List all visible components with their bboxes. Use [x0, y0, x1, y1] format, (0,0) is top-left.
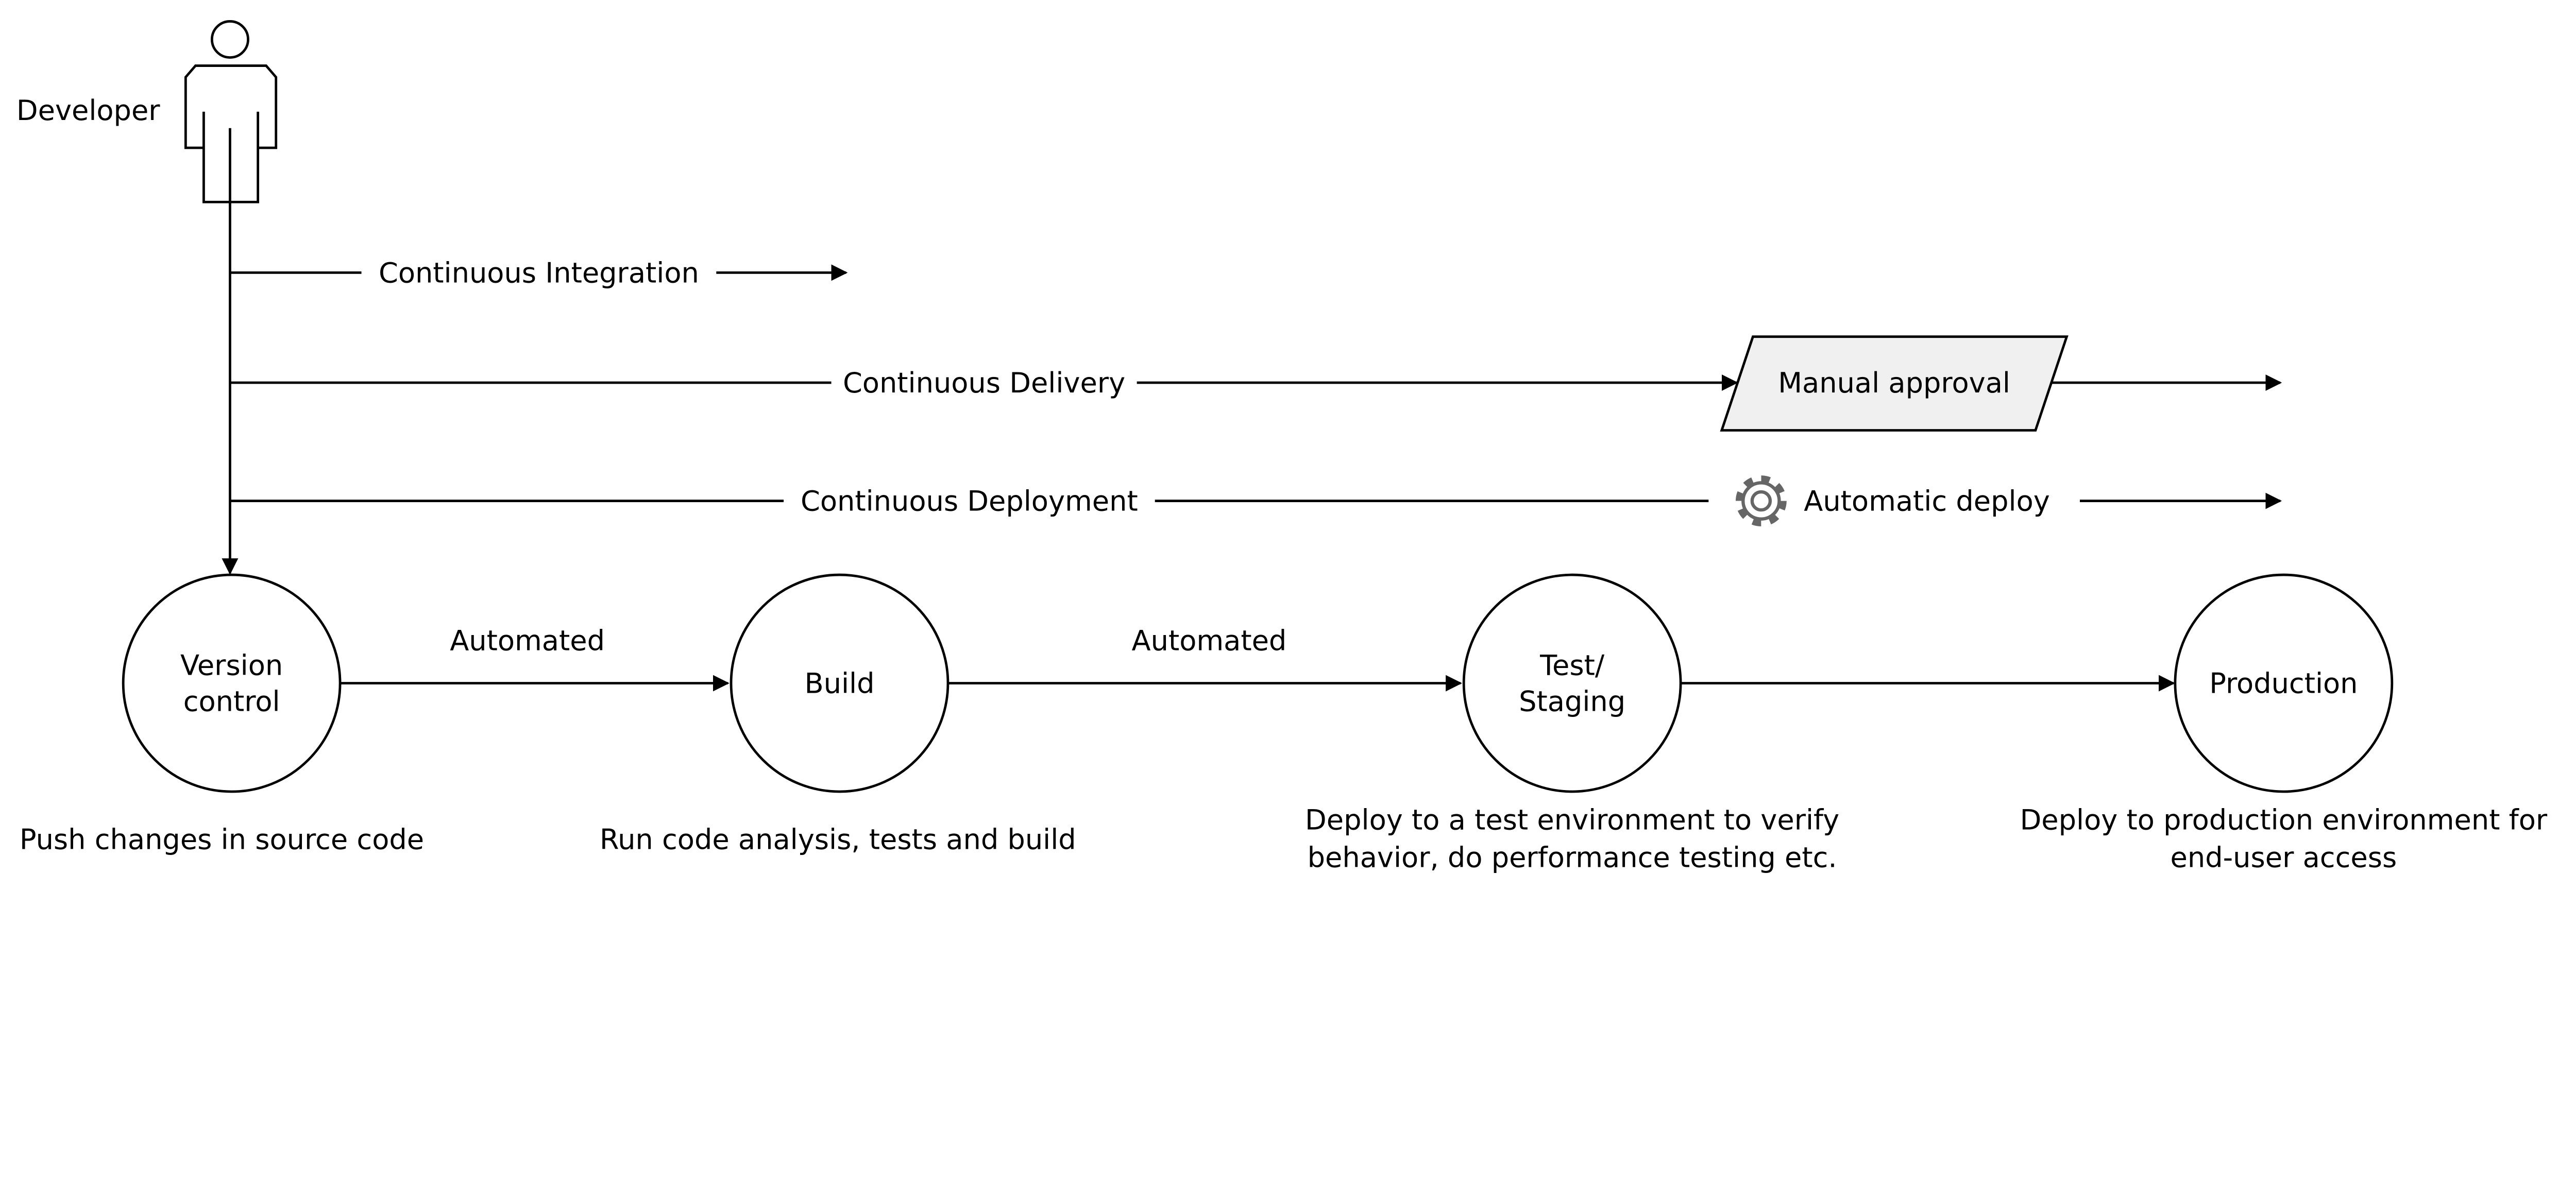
ci-label: Continuous Integration [379, 256, 699, 289]
stage-production: Production Deploy to production environm… [2020, 573, 2548, 874]
deployment-label: Continuous Deployment [801, 485, 1138, 518]
stage-label: Production [2209, 667, 2358, 700]
manual-approval-label: Manual approval [1778, 367, 2010, 399]
stage-label: Version [180, 649, 283, 682]
stage-caption: end-user access [2171, 842, 2397, 874]
stage-version-control: Version control Push changes in source c… [20, 573, 424, 856]
stage-caption: Deploy to a test environment to verify [1305, 803, 1839, 836]
stage-build: Build Run code analysis, tests and build [600, 573, 1076, 856]
manual-approval-box [1720, 335, 2069, 432]
stage-caption: Deploy to production environment for [2020, 803, 2548, 836]
stage-caption: behavior, do performance testing etc. [1308, 842, 1837, 874]
edge-label: Automated [450, 625, 605, 657]
stage-test-staging: Test/ Staging Deploy to a test environme… [1305, 573, 1839, 874]
developer-label: Developer [16, 94, 160, 127]
ci-cd-diagram: Developer Continuous Integration Continu… [16, 20, 2548, 874]
stage-label: Staging [1519, 686, 1625, 718]
stage-caption: Push changes in source code [20, 824, 424, 856]
stage-caption: Run code analysis, tests and build [600, 824, 1076, 856]
edge-label: Automated [1132, 625, 1287, 657]
stage-label: Build [804, 667, 874, 700]
automatic-deploy-label: Automatic deploy [1804, 485, 2050, 518]
stage-label: Test/ [1539, 649, 1605, 682]
delivery-label: Continuous Delivery [843, 367, 1125, 399]
gear-icon [1735, 475, 1787, 526]
stage-label: control [183, 686, 280, 718]
